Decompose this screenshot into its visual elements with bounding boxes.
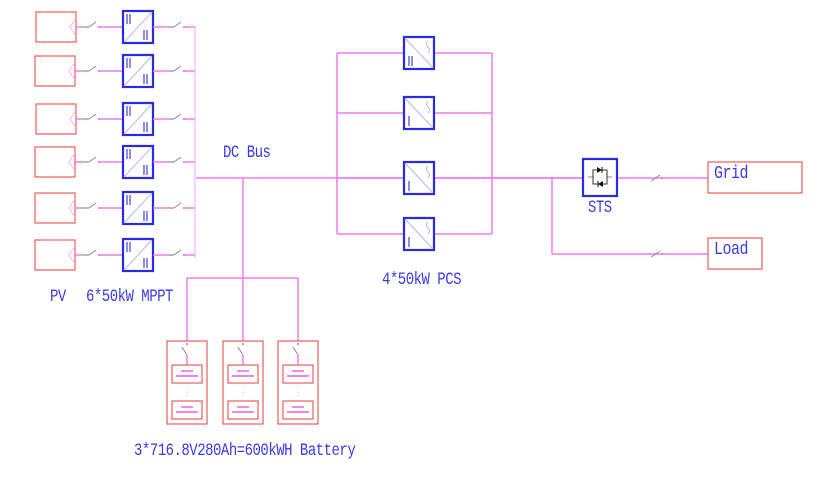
pv-row (34, 144, 195, 180)
battery-cell-icon (227, 400, 259, 420)
switch-icon (83, 65, 100, 72)
load-switch-icon (650, 250, 663, 258)
mppt-converter-icon (121, 101, 155, 137)
dc-bus-label: DC Bus (223, 143, 271, 163)
switch-icon (83, 202, 100, 209)
switch-icon (168, 65, 185, 72)
pcs-inverter-icon (402, 160, 436, 196)
pcs-row (337, 35, 492, 71)
grid-label: Grid (714, 163, 749, 185)
switch-icon (168, 249, 185, 256)
battery-cell-icon (227, 364, 259, 384)
pv-row (35, 9, 195, 45)
pv-panel-icon (34, 239, 76, 271)
pcs-row (337, 95, 492, 131)
pcs-inverter-icon (402, 216, 436, 252)
mppt-converter-icon (121, 9, 155, 45)
pcs-inverter-icon (402, 35, 436, 71)
pcs-group (336, 35, 493, 252)
switch-icon (83, 156, 100, 163)
mppt-label: 6*50kW MPPT (86, 287, 173, 307)
battery-label: 3*716.8V280Ah=600kWH Battery (134, 441, 356, 461)
switch-icon (237, 343, 244, 356)
switch-icon (292, 343, 299, 356)
mppt-converter-icon (121, 237, 155, 273)
ac-side (492, 157, 803, 270)
mppt-converter-icon (121, 53, 155, 89)
switch-icon (83, 249, 100, 256)
pcs-row (337, 160, 492, 196)
pv-panel-icon (34, 55, 76, 87)
switch-icon (83, 113, 100, 120)
grid-switch-icon (650, 174, 663, 182)
load-box (707, 237, 763, 270)
switch-icon (168, 156, 185, 163)
battery-rack (166, 278, 208, 425)
switch-icon (168, 113, 185, 120)
battery-rack (277, 278, 319, 425)
switch-icon (168, 202, 185, 209)
pv-label: PV (50, 287, 66, 307)
mppt-converter-icon (121, 190, 155, 226)
pv-panel-icon (35, 103, 77, 135)
mppt-converter-icon (121, 144, 155, 180)
switch-icon (168, 21, 185, 28)
sts-label: STS (588, 198, 612, 218)
pcs-inverter-icon (402, 95, 436, 131)
sts-icon (581, 157, 619, 198)
pv-panel-icon (34, 146, 76, 178)
pv-row (34, 237, 195, 273)
pv-row (35, 101, 195, 137)
battery-rack (222, 278, 264, 425)
grid-box (707, 161, 803, 194)
pv-row (34, 53, 195, 89)
battery-cell-icon (171, 400, 203, 420)
pcs-row (337, 216, 492, 252)
battery-cell-icon (282, 400, 314, 420)
load-label: Load (714, 239, 749, 261)
switch-icon (181, 343, 188, 356)
pv-row (34, 190, 195, 226)
pcs-label: 4*50kW PCS (382, 270, 462, 290)
battery-group (166, 278, 319, 425)
battery-cell-icon (282, 364, 314, 384)
switch-icon (83, 21, 100, 28)
pv-mppt-rows (34, 9, 195, 273)
pv-panel-icon (35, 11, 77, 43)
battery-cell-icon (171, 364, 203, 384)
pv-panel-icon (34, 192, 76, 224)
